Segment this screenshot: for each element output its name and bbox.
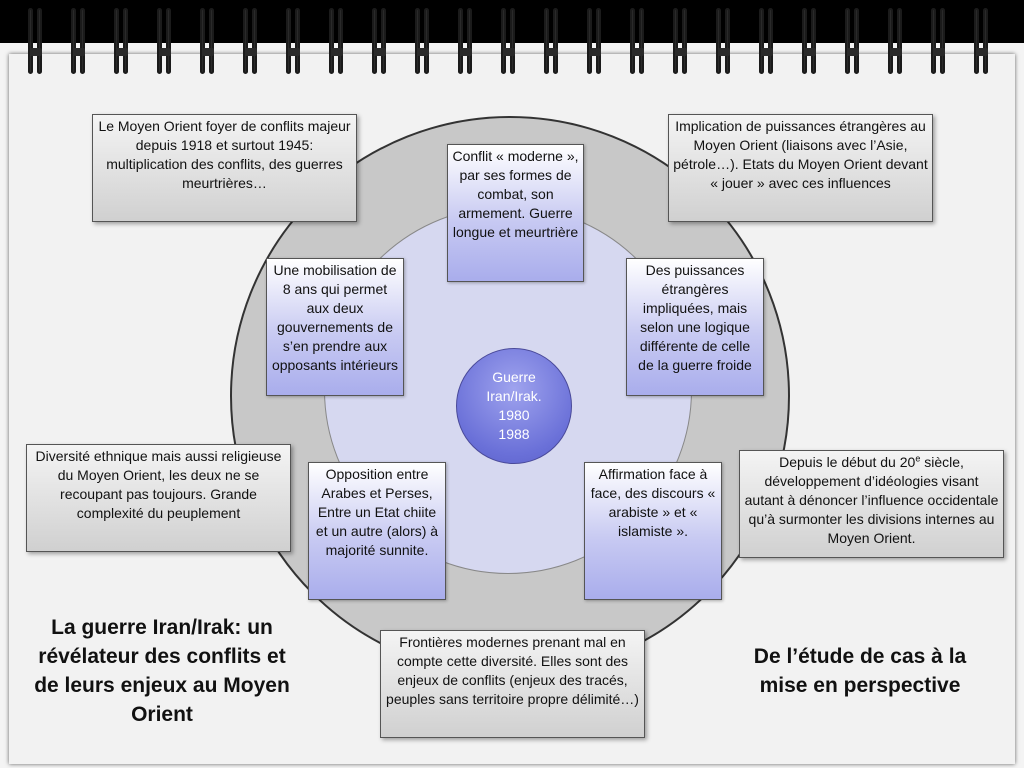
center-line-4: 1988 <box>498 426 530 442</box>
binding-ring <box>931 8 947 74</box>
binding-ring <box>673 8 689 74</box>
center-line-3: 1980 <box>498 407 530 423</box>
binding-ring <box>587 8 603 74</box>
binding-ring <box>200 8 216 74</box>
box-conflit-moderne: Conflit « moderne », par ses formes de c… <box>447 144 584 282</box>
binding-ring <box>888 8 904 74</box>
box-implication-puissances: Implication de puissances étrangères au … <box>668 114 933 222</box>
binding-ring <box>845 8 861 74</box>
binding-ring <box>243 8 259 74</box>
box-opposition: Opposition entre Arabes et Perses, Entre… <box>308 462 446 600</box>
binding-ring <box>458 8 474 74</box>
binding-ring <box>501 8 517 74</box>
box-mobilisation: Une mobilisation de 8 ans qui permet aux… <box>266 258 404 396</box>
box-foyer-conflits: Le Moyen Orient foyer de conflits majeur… <box>92 114 357 222</box>
ideologies-text-start: Depuis le début du 20 <box>779 454 916 470</box>
binding-ring <box>544 8 560 74</box>
binding-ring <box>974 8 990 74</box>
binding-ring <box>630 8 646 74</box>
box-ideologies: Depuis le début du 20e siècle, développe… <box>739 450 1004 558</box>
binding-ring <box>157 8 173 74</box>
center-circle: Guerre Iran/Irak. 1980 1988 <box>456 348 572 464</box>
center-line-1: Guerre <box>492 369 536 385</box>
binding-ring <box>71 8 87 74</box>
ideologies-superscript: e <box>915 453 921 464</box>
box-affirmation: Affirmation face à face, des discours « … <box>584 462 722 600</box>
binding-ring <box>329 8 345 74</box>
ideologies-text-end: siècle, développement d’idéologies visan… <box>744 454 999 546</box>
binding-ring <box>286 8 302 74</box>
perspective-title: De l’étude de cas à la mise en perspecti… <box>753 645 967 697</box>
box-diversite: Diversité ethnique mais aussi religieuse… <box>26 444 291 552</box>
main-title: La guerre Iran/Irak: un révélateur des c… <box>34 616 290 726</box>
center-line-2: Iran/Irak. <box>486 388 542 404</box>
binding-ring <box>415 8 431 74</box>
box-puissances-etrangeres: Des puissances étrangères impliquées, ma… <box>626 258 764 396</box>
binding-ring <box>759 8 775 74</box>
binding-ring <box>28 8 44 74</box>
spiral-binding <box>0 0 1024 74</box>
binding-ring <box>114 8 130 74</box>
box-frontieres: Frontières modernes prenant mal en compt… <box>380 630 645 738</box>
binding-ring <box>372 8 388 74</box>
binding-ring <box>802 8 818 74</box>
binding-ring <box>716 8 732 74</box>
